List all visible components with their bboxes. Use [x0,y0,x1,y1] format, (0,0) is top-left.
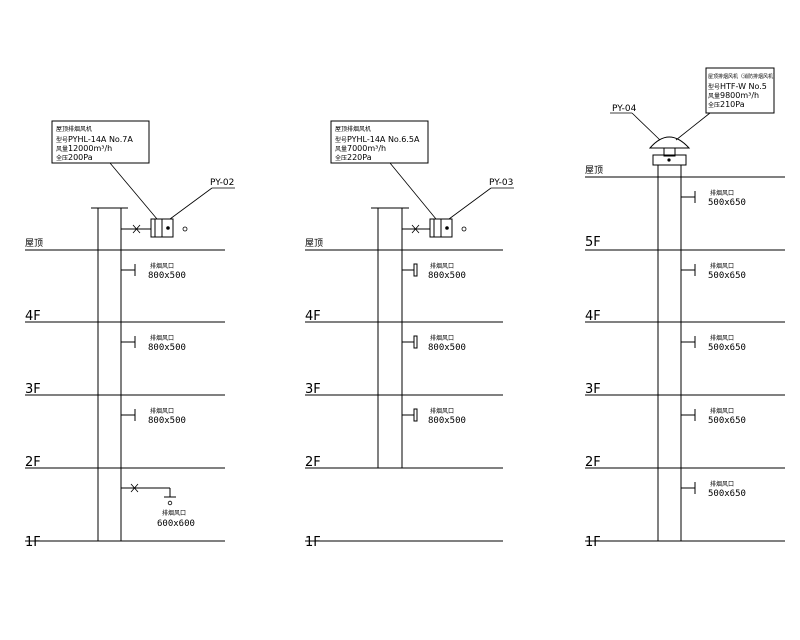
svg-text:排烟风口: 排烟风口 [710,480,734,488]
floor-label-2f: 2F [585,455,601,470]
floor-label-5f: 5F [585,235,601,250]
floor-label-1f: 1F [25,535,41,550]
vent-2f: 排烟风口 800x500 [402,407,466,426]
vent-4f: 排烟风口 800x500 [121,262,186,281]
vent-5f: 排烟风口 500x650 [681,189,746,208]
floor-label-2f: 2F [305,455,321,470]
exhaust-fan-icon [429,218,453,238]
svg-text:全压: 全压 [708,101,720,109]
svg-text:排烟风口: 排烟风口 [150,407,174,415]
svg-text:排烟风口: 排烟风口 [150,262,174,270]
svg-text:800x500: 800x500 [148,271,186,281]
floor-label-1f: 1F [585,535,601,550]
floor-label-4f: 4F [585,309,601,324]
svg-text:800x500: 800x500 [148,416,186,426]
svg-text:排烟风口: 排烟风口 [430,262,454,270]
floor-label-roof: 屋顶 [585,165,603,176]
svg-text:型号: 型号 [335,136,347,144]
info-pressure: 210Pa [720,100,745,109]
vent-3f: 排烟风口 500x650 [681,334,746,353]
svg-text:排烟风口: 排烟风口 [150,334,174,342]
svg-text:型号: 型号 [708,83,720,91]
floor-label-4f: 4F [305,309,321,324]
svg-text:500x650: 500x650 [708,343,746,353]
fire-damper-icon [411,224,420,234]
svg-text:800x500: 800x500 [428,271,466,281]
svg-text:型号: 型号 [56,136,68,144]
svg-text:排烟风口: 排烟风口 [710,334,734,342]
svg-text:600x600: 600x600 [157,519,195,529]
info-title: 屋顶排烟风机（消防排烟风机） [708,73,778,80]
info-airflow: 7000m³/h [347,144,386,153]
fire-damper-icon [132,224,141,234]
floor-label-3f: 3F [585,382,601,397]
floor-label-roof: 屋顶 [25,238,43,249]
tag-leader [169,187,213,220]
info-title: 屋顶排烟风机 [335,125,371,133]
svg-text:排烟风口: 排烟风口 [710,262,734,270]
info-airflow: 12000m³/h [68,144,112,153]
vent-2f: 排烟风口 500x650 [681,407,746,426]
floor-label-2f: 2F [25,455,41,470]
vent-1f: 排烟风口 500x650 [681,480,746,499]
info-model: HTF-W No.5 [720,82,767,91]
fan-info-box [330,120,429,164]
svg-text:全压: 全压 [335,154,347,162]
fan-tag: PY-03 [489,178,513,188]
svg-text:排烟风口: 排烟风口 [430,407,454,415]
fan-outlet-icon [182,226,188,232]
info-model: PYHL-14A No.6.5A [347,135,420,144]
svg-text:500x650: 500x650 [708,489,746,499]
vent-4f: 排烟风口 500x650 [681,262,746,281]
info-pressure: 200Pa [68,153,93,162]
system-py-03: 1F 2F 3F 4F 屋顶 PY-03 屋顶排烟风机 型号 PYHL-14A … [305,120,514,550]
svg-text:排烟风口: 排烟风口 [710,407,734,415]
system-py-04: 1F 2F 3F 4F 5F 屋顶 PY-04 屋顶排烟风机（消防排烟风机） 型… [585,67,785,550]
floor-label-3f: 3F [25,382,41,397]
vent-2f: 排烟风口 800x500 [121,407,186,426]
vent-1f: 排烟风口 600x600 [121,483,195,529]
exhaust-fan-icon [150,218,174,238]
floor-label-4f: 4F [25,309,41,324]
info-title: 屋顶排烟风机 [56,125,92,133]
vent-4f: 排烟风口 800x500 [402,262,466,281]
floor-label-3f: 3F [305,382,321,397]
svg-text:500x650: 500x650 [708,416,746,426]
info-leader [675,112,711,141]
system-py-02: 1F 2F 3F 4F 屋顶 PY-02 屋顶排烟风机 型号 PYHL-14A … [25,120,235,550]
vent-3f: 排烟风口 800x500 [402,334,466,353]
svg-text:800x500: 800x500 [148,343,186,353]
tag-leader [631,112,661,141]
svg-text:500x650: 500x650 [708,271,746,281]
info-model: PYHL-14A No.7A [68,135,133,144]
info-leader [389,162,437,220]
svg-text:排烟风口: 排烟风口 [430,334,454,342]
svg-text:全压: 全压 [56,154,68,162]
svg-text:排烟风口: 排烟风口 [162,509,186,517]
tag-leader [448,187,492,220]
svg-text:风量: 风量 [56,146,68,153]
svg-text:800x500: 800x500 [428,416,466,426]
fan-info-box [51,120,150,164]
info-leader [109,162,158,220]
fan-tag: PY-04 [612,104,637,114]
info-pressure: 220Pa [347,153,372,162]
info-airflow: 9800m³/h [720,91,759,100]
roof-fan-icon [648,136,691,166]
vent-3f: 排烟风口 800x500 [121,334,186,353]
fan-info-box [705,67,775,114]
fan-tag: PY-02 [210,178,234,188]
svg-text:800x500: 800x500 [428,343,466,353]
svg-text:风量: 风量 [708,93,720,100]
floor-label-1f: 1F [305,535,321,550]
svg-text:排烟风口: 排烟风口 [710,189,734,197]
floor-label-roof: 屋顶 [305,238,323,249]
fan-outlet-icon [461,226,467,232]
svg-text:500x650: 500x650 [708,198,746,208]
svg-text:风量: 风量 [335,146,347,153]
